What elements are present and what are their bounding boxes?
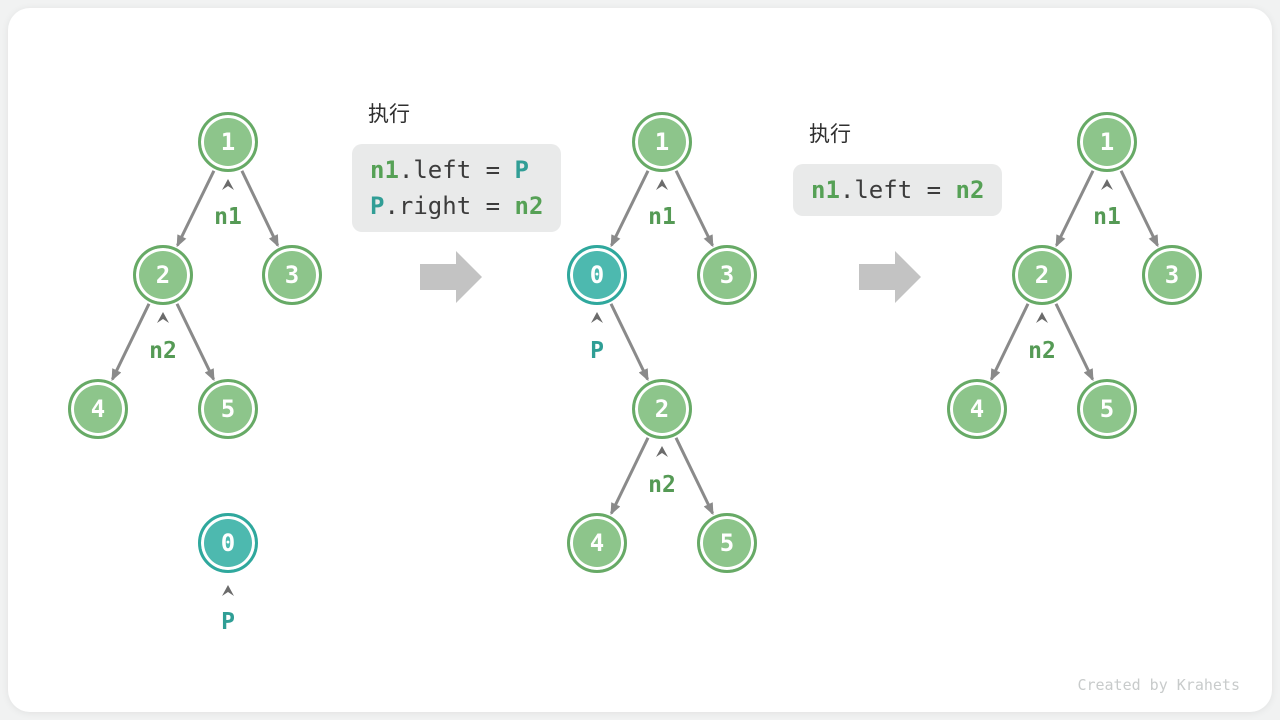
pointer-label: P — [590, 338, 604, 364]
tree-node: 4 — [567, 513, 627, 573]
code-token: P — [370, 192, 385, 220]
node-value: 4 — [589, 529, 605, 557]
node-value: 0 — [220, 529, 236, 557]
node-value: 4 — [90, 395, 106, 423]
node-value: 0 — [589, 261, 605, 289]
canvas-card — [8, 8, 1272, 712]
pointer-label: n2 — [648, 472, 676, 498]
pointer-label: n1 — [214, 204, 242, 230]
node-value: 4 — [969, 395, 985, 423]
tree-node: 2 — [133, 245, 193, 305]
tree-node: 1 — [198, 112, 258, 172]
tree-node: 3 — [1142, 245, 1202, 305]
node-value: 1 — [654, 128, 670, 156]
credit-text: Created by Krahets — [1077, 676, 1240, 694]
code-panel: 执行 n1.left = P P.right = n2 — [352, 98, 562, 232]
node-value: 3 — [719, 261, 735, 289]
code-token: .left = — [398, 156, 515, 184]
node-value: 5 — [220, 395, 236, 423]
pointer-label: n2 — [1028, 338, 1056, 364]
code-token: P — [514, 156, 529, 184]
pointer-label: n1 — [1093, 204, 1121, 230]
pointer-label: P — [221, 609, 235, 635]
tree-node: 0 — [198, 513, 258, 573]
node-value: 5 — [1099, 395, 1115, 423]
code-box: n1.left = P P.right = n2 — [352, 144, 562, 232]
tree-node: 5 — [198, 379, 258, 439]
code-line: n1.left = n2 — [811, 172, 984, 208]
code-token: n2 — [514, 192, 544, 220]
node-value: 3 — [284, 261, 300, 289]
tree-node: 5 — [1077, 379, 1137, 439]
code-box: n1.left = n2 — [793, 164, 1003, 216]
execute-heading: 执行 — [809, 123, 851, 146]
node-value: 2 — [1034, 261, 1050, 289]
tree-node: 5 — [697, 513, 757, 573]
code-token: n1 — [811, 176, 840, 204]
node-value: 1 — [220, 128, 236, 156]
code-token: n2 — [955, 176, 985, 204]
node-value: 1 — [1099, 128, 1115, 156]
code-panel: 执行 n1.left = n2 — [793, 118, 1003, 216]
tree-node: 2 — [632, 379, 692, 439]
tree-node: 0 — [567, 245, 627, 305]
code-line: P.right = n2 — [370, 188, 543, 224]
node-value: 5 — [719, 529, 735, 557]
pointer-label: n2 — [149, 338, 177, 364]
tree-node: 3 — [697, 245, 757, 305]
pointer-label: n1 — [648, 204, 676, 230]
tree-node: 1 — [632, 112, 692, 172]
tree-node: 3 — [262, 245, 322, 305]
code-token: .right = — [384, 192, 515, 220]
node-value: 2 — [155, 261, 171, 289]
execute-heading: 执行 — [368, 103, 410, 126]
code-token: n1 — [370, 156, 399, 184]
tree-node: 1 — [1077, 112, 1137, 172]
tree-node: 4 — [947, 379, 1007, 439]
code-line: n1.left = P — [370, 152, 543, 188]
tree-node: 2 — [1012, 245, 1072, 305]
node-value: 2 — [654, 395, 670, 423]
tree-node: 4 — [68, 379, 128, 439]
code-token: .left = — [839, 176, 956, 204]
node-value: 3 — [1164, 261, 1180, 289]
